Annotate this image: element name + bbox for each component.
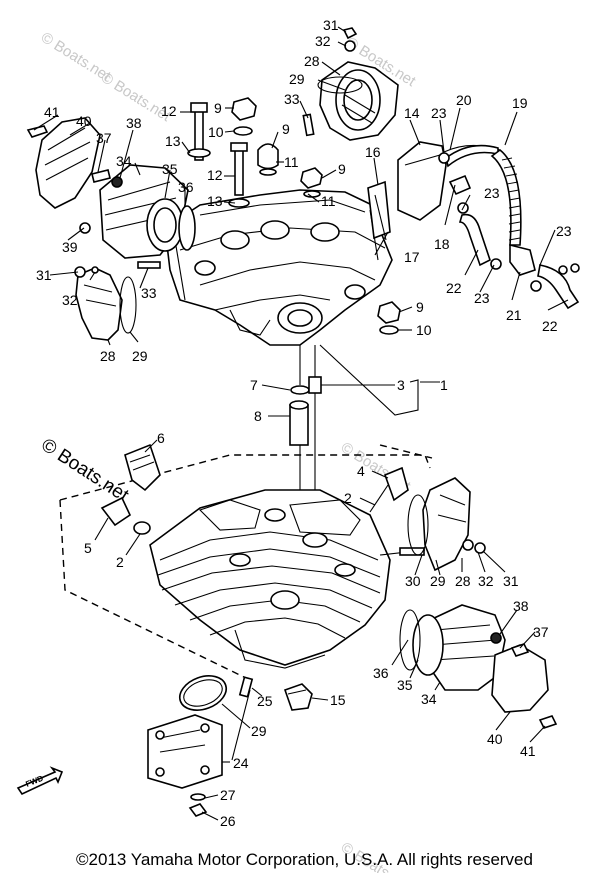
callout-20: 20: [456, 92, 472, 108]
upper-right-intake: [302, 27, 399, 141]
callout-34: 34: [116, 153, 132, 169]
callout-36: 36: [178, 179, 194, 195]
callout-38: 38: [126, 115, 142, 131]
callout-29: 29: [132, 348, 148, 364]
callout-33: 33: [141, 285, 157, 301]
copyright-notice: ©2013 Yamaha Motor Corporation, U.S.A. A…: [76, 850, 533, 869]
callout-8: 8: [254, 408, 262, 424]
callout-18: 18: [434, 236, 450, 252]
callout-12: 12: [207, 167, 223, 183]
callout-39: 39: [62, 239, 78, 255]
callout-38: 38: [513, 598, 529, 614]
lower-right-intake: [399, 477, 558, 729]
callout-37: 37: [96, 130, 112, 146]
leader-lines: [33, 26, 569, 821]
callout-27: 27: [220, 787, 236, 803]
callout-15: 15: [330, 692, 346, 708]
callout-33: 33: [284, 91, 300, 107]
callout-labels: 31 32 28 29 33 20 19 23 14 12 9 10 9 41 …: [36, 17, 572, 829]
callout-31: 31: [36, 267, 52, 283]
callout-22: 22: [542, 318, 558, 334]
callout-19: 19: [512, 95, 528, 111]
callout-17: 17: [404, 249, 420, 265]
upper-head-cover: [164, 97, 401, 346]
callout-9: 9: [416, 299, 424, 315]
fwd-arrow: FWD: [16, 766, 64, 796]
lower-small-parts: [147, 675, 313, 817]
callout-12: 12: [161, 103, 177, 119]
callout-41: 41: [520, 743, 536, 759]
callout-6: 6: [157, 430, 165, 446]
callout-32: 32: [478, 573, 494, 589]
callout-2: 2: [344, 490, 352, 506]
middle-parts: [289, 345, 322, 548]
callout-29: 29: [289, 71, 305, 87]
callout-4: 4: [357, 463, 365, 479]
callout-28: 28: [304, 53, 320, 69]
callout-30: 30: [405, 573, 421, 589]
callout-13: 13: [207, 193, 223, 209]
callout-14: 14: [404, 105, 420, 121]
callout-23: 23: [474, 290, 490, 306]
callout-29: 29: [430, 573, 446, 589]
callout-32: 32: [62, 292, 78, 308]
callout-34: 34: [421, 691, 437, 707]
callout-10: 10: [416, 322, 432, 338]
callout-22: 22: [446, 280, 462, 296]
callout-35: 35: [397, 677, 413, 693]
callout-1: 1: [440, 377, 448, 393]
callout-16: 16: [365, 144, 381, 160]
callout-37: 37: [533, 624, 549, 640]
callout-9: 9: [282, 121, 290, 137]
callout-11: 11: [321, 193, 336, 209]
callout-36: 36: [373, 665, 389, 681]
callout-31: 31: [503, 573, 519, 589]
callout-29: 29: [251, 723, 267, 739]
callout-9: 9: [214, 100, 222, 116]
callout-11: 11: [284, 154, 299, 170]
callout-5: 5: [84, 540, 92, 556]
callout-26: 26: [220, 813, 236, 829]
callout-10: 10: [208, 124, 224, 140]
callout-28: 28: [100, 348, 116, 364]
upper-left-intake: [26, 117, 196, 341]
callout-41: 41: [44, 104, 60, 120]
callout-9: 9: [338, 161, 346, 177]
callout-23: 23: [484, 185, 500, 201]
callout-23: 23: [556, 223, 572, 239]
callout-3: 3: [397, 377, 405, 393]
watermark-prominent: © Boats.net: [37, 435, 133, 507]
callout-32: 32: [315, 33, 331, 49]
callout-7: 7: [250, 377, 258, 393]
callout-2: 2: [116, 554, 124, 570]
callout-40: 40: [487, 731, 503, 747]
callout-21: 21: [506, 307, 522, 323]
callout-13: 13: [165, 133, 181, 149]
callout-28: 28: [455, 573, 471, 589]
callout-35: 35: [162, 161, 178, 177]
lower-cylinder: [59, 443, 433, 681]
callout-25: 25: [257, 693, 273, 709]
breather-hoses: [367, 141, 580, 310]
callout-23: 23: [431, 105, 447, 121]
callout-24: 24: [233, 755, 249, 771]
callout-40: 40: [76, 113, 92, 129]
callout-31: 31: [323, 17, 339, 33]
